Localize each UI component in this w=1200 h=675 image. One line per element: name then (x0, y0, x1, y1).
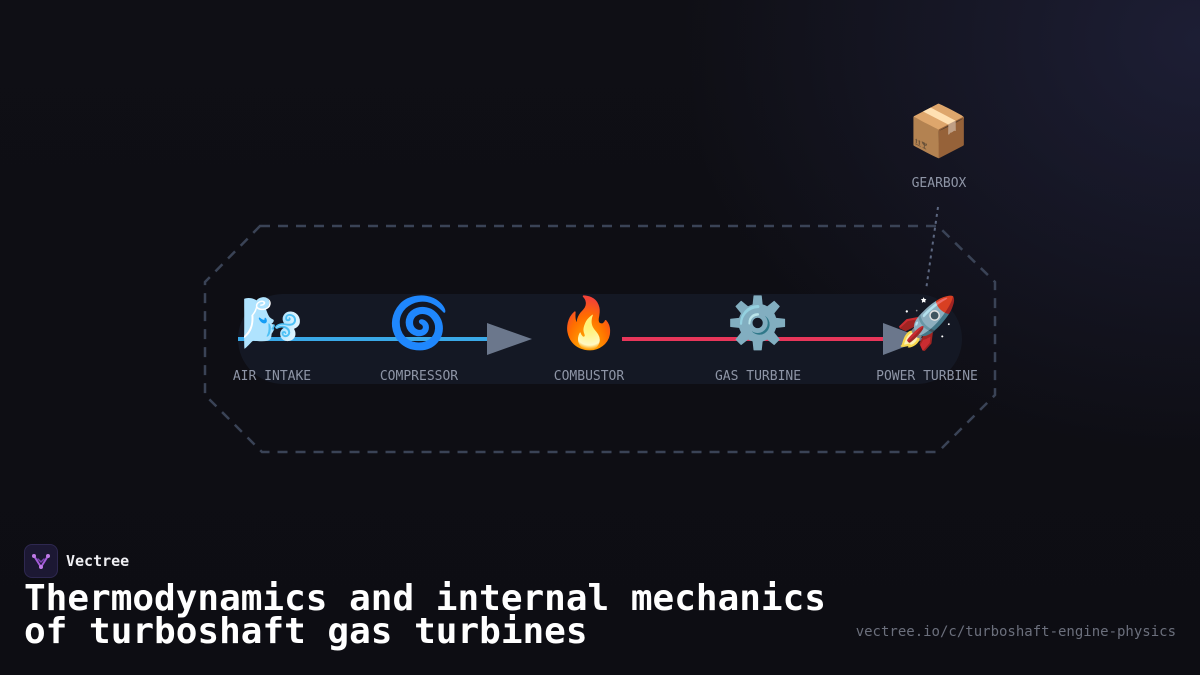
node-gearbox: 📦 GEARBOX (908, 102, 970, 191)
page-title: Thermodynamics and internal mechanics of… (24, 578, 826, 652)
gear-icon: ⚙️ (727, 294, 789, 352)
engine-group-outline (203, 224, 997, 454)
cyclone-icon: 🌀 (388, 293, 450, 352)
vectree-logo-icon (24, 544, 58, 578)
node-compressor: 🌀 COMPRESSOR (380, 293, 458, 384)
wind-face-icon: 🌬️ (241, 294, 303, 352)
node-label-compressor: COMPRESSOR (380, 369, 458, 384)
rocket-icon: 🚀 (896, 294, 958, 352)
node-gas-turbine: ⚙️ GAS TURBINE (715, 294, 801, 384)
edge-combustor-to-power-turbine-arrowhead (883, 323, 925, 355)
fire-icon: 🔥 (558, 294, 620, 352)
package-icon: 📦 (908, 102, 970, 160)
node-label-air-intake: AIR INTAKE (233, 369, 311, 384)
node-combustor: 🔥 COMBUSTOR (554, 294, 625, 384)
node-label-gas-turbine: GAS TURBINE (715, 369, 801, 384)
brand[interactable]: Vectree (24, 544, 129, 578)
brand-name: Vectree (66, 552, 130, 570)
node-power-turbine: 🚀 POWER TURBINE (876, 294, 978, 384)
edge-power-turbine-to-gearbox (925, 206, 939, 291)
edge-air-to-combustor-arrowhead (487, 323, 532, 355)
node-label-combustor: COMBUSTOR (554, 369, 625, 384)
node-label-gearbox: GEARBOX (912, 176, 967, 191)
node-label-power-turbine: POWER TURBINE (876, 369, 978, 384)
flow-track (238, 294, 962, 384)
node-air-intake: 🌬️ AIR INTAKE (233, 294, 311, 384)
course-url[interactable]: vectree.io/c/turboshaft-engine-physics (855, 624, 1176, 640)
